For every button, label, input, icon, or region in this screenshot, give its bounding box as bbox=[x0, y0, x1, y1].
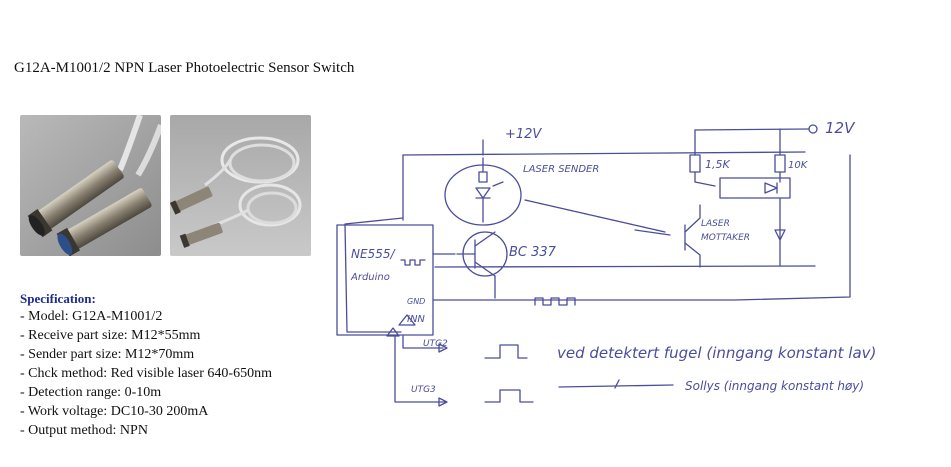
spec-list: - Model: G12A-M1001/2 - Receive part siz… bbox=[20, 307, 272, 440]
label-out2: UTG2 bbox=[423, 339, 448, 349]
label-out3: UTG3 bbox=[411, 385, 436, 395]
spec-item-output-method: - Output method: NPN bbox=[20, 423, 148, 438]
supply-rail bbox=[402, 151, 806, 156]
note-sunlight: Sollys (inngang konstant høy) bbox=[685, 379, 864, 393]
sensor-photo-cables bbox=[170, 115, 311, 256]
specification-block: Specification: - Model: G12A-M1001/2 - R… bbox=[20, 289, 272, 440]
spec-heading: Specification: bbox=[20, 291, 96, 306]
spec-item-sender-size: - Sender part size: M12*70mm bbox=[20, 347, 195, 362]
spec-item-model: - Model: G12A-M1001/2 bbox=[20, 309, 163, 324]
label-laser-receiver-1: LASER bbox=[701, 219, 730, 229]
label-mcu-2: Arduino bbox=[350, 272, 390, 283]
label-laser-sender: LASER SENDER bbox=[523, 164, 599, 175]
label-gnd: GND bbox=[407, 297, 425, 306]
page-title: G12A-M1001/2 NPN Laser Photoelectric Sen… bbox=[14, 60, 355, 76]
label-supply-right: 12V bbox=[825, 119, 856, 137]
mcu-box bbox=[336, 224, 434, 336]
circuit-sketch: +12V 12V LASER SENDER 1,5K 10K LASER MOT… bbox=[335, 100, 951, 445]
label-transistor: BC 337 bbox=[509, 245, 557, 260]
spec-item-detection-range: - Detection range: 0-10m bbox=[20, 385, 162, 400]
label-inn: INN bbox=[407, 314, 425, 325]
label-resistor-2: 10K bbox=[788, 160, 809, 171]
spec-item-receive-size: - Receive part size: M12*55mm bbox=[20, 328, 201, 343]
label-resistor-1: 1,5K bbox=[705, 158, 730, 171]
spec-item-work-voltage: - Work voltage: DC10-30 200mA bbox=[20, 404, 209, 419]
label-mcu-1: NE555/ bbox=[351, 247, 396, 261]
spec-item-check-method: - Chck method: Red visible laser 640-650… bbox=[20, 366, 272, 381]
note-bird-detected: ved detektert fugel (inngang konstant la… bbox=[557, 344, 876, 362]
sensor-photo-closeup bbox=[20, 115, 161, 256]
label-supply-left: +12V bbox=[505, 127, 542, 142]
label-laser-receiver-2: MOTTAKER bbox=[701, 233, 750, 243]
